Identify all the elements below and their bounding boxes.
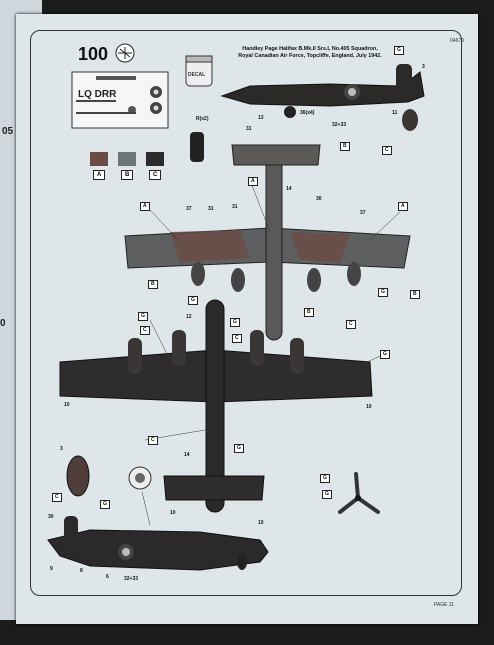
part-number: 3 — [60, 446, 63, 452]
prev-page-fragment: 0 — [0, 318, 6, 329]
callout-a: A — [398, 202, 408, 211]
page-number: PAGE 11 — [433, 602, 454, 608]
step-number: 100 — [78, 44, 109, 64]
part-number: 30 — [316, 196, 322, 202]
part-number: 14 — [286, 186, 292, 192]
callout-b: B — [304, 308, 314, 317]
callout-g: G — [230, 318, 240, 327]
swatch-label-b: B — [121, 170, 134, 180]
part-number: 36(x4) — [300, 110, 315, 116]
color-swatch-a — [90, 152, 108, 166]
fin-detail — [66, 455, 90, 497]
part-number: R(x2) — [196, 116, 209, 122]
callout-g: G — [320, 474, 330, 483]
part-number: 10 — [64, 402, 70, 408]
prev-page-fragment: 05 — [2, 126, 14, 137]
part-number: 31 — [246, 126, 252, 132]
decal-sheet-text: LQ DRR — [78, 89, 117, 100]
part-number: 11 — [392, 110, 398, 116]
color-swatch-c — [146, 152, 164, 166]
wheel-detail — [190, 132, 204, 162]
callout-b: B — [410, 290, 420, 299]
part-number: 32+33 — [124, 576, 139, 582]
part-number: 30 — [48, 514, 54, 520]
side-view-port — [47, 516, 269, 571]
caption-line: Royal Canadian Air Force, Topcliffe, Eng… — [238, 53, 382, 60]
callout-c: C — [148, 436, 158, 445]
callout-b: B — [340, 142, 350, 151]
decal-jar-label: DECAL — [188, 72, 205, 78]
part-number: 32+33 — [332, 122, 347, 128]
callout-a: A — [248, 177, 258, 186]
propeller-detail — [338, 472, 380, 514]
part-number: 37 — [360, 210, 366, 216]
part-number: 13 — [258, 115, 264, 121]
callout-c: C — [232, 334, 242, 343]
callout-c: C — [52, 493, 62, 502]
callout-c: C — [382, 146, 392, 155]
callout-c: C — [140, 326, 150, 335]
roundel-detail — [128, 466, 152, 490]
page-frame — [30, 30, 462, 596]
callout-g: G — [188, 296, 198, 305]
decal-solution-jar-icon — [185, 55, 213, 87]
part-number: 9 — [50, 566, 53, 572]
callout-c: C — [346, 320, 356, 329]
swatch-label-c: C — [149, 170, 162, 180]
callout-g: G — [378, 288, 388, 297]
part-number: 12 — [186, 314, 192, 320]
callout-a: A — [140, 202, 150, 211]
callout-g: G — [234, 444, 244, 453]
scheme-caption: Handley Page Halifax B.Mk.II Srs.I, No.4… — [230, 46, 390, 61]
part-number: 8 — [80, 568, 83, 574]
part-number: 31 — [232, 204, 238, 210]
caption-line: Handley Page Halifax B.Mk.II Srs.I, No.4… — [242, 46, 378, 52]
side-view-starboard — [220, 64, 425, 131]
part-number: 37 — [186, 206, 192, 212]
callout-b: B — [148, 280, 158, 289]
part-number: 6 — [106, 574, 109, 580]
part-number: 3 — [422, 64, 425, 70]
plan-view-upper — [124, 144, 411, 341]
color-swatch-b — [118, 152, 136, 166]
decal-sheet-icon — [71, 71, 169, 129]
part-number: 31 — [208, 206, 214, 212]
callout-g: G — [100, 500, 110, 509]
callout-g: G — [138, 312, 148, 321]
callout-g: G — [394, 46, 404, 55]
callout-g: G — [380, 350, 390, 359]
step-icon — [115, 43, 135, 63]
callout-g: G — [322, 490, 332, 499]
part-number: 10 — [258, 520, 264, 526]
kit-code: 04679 — [450, 38, 464, 44]
part-number: 14 — [184, 452, 190, 458]
part-number: 10 — [170, 510, 176, 516]
swatch-label-a: A — [93, 170, 106, 180]
plan-view-lower — [59, 299, 373, 513]
part-number: 10 — [366, 404, 372, 410]
